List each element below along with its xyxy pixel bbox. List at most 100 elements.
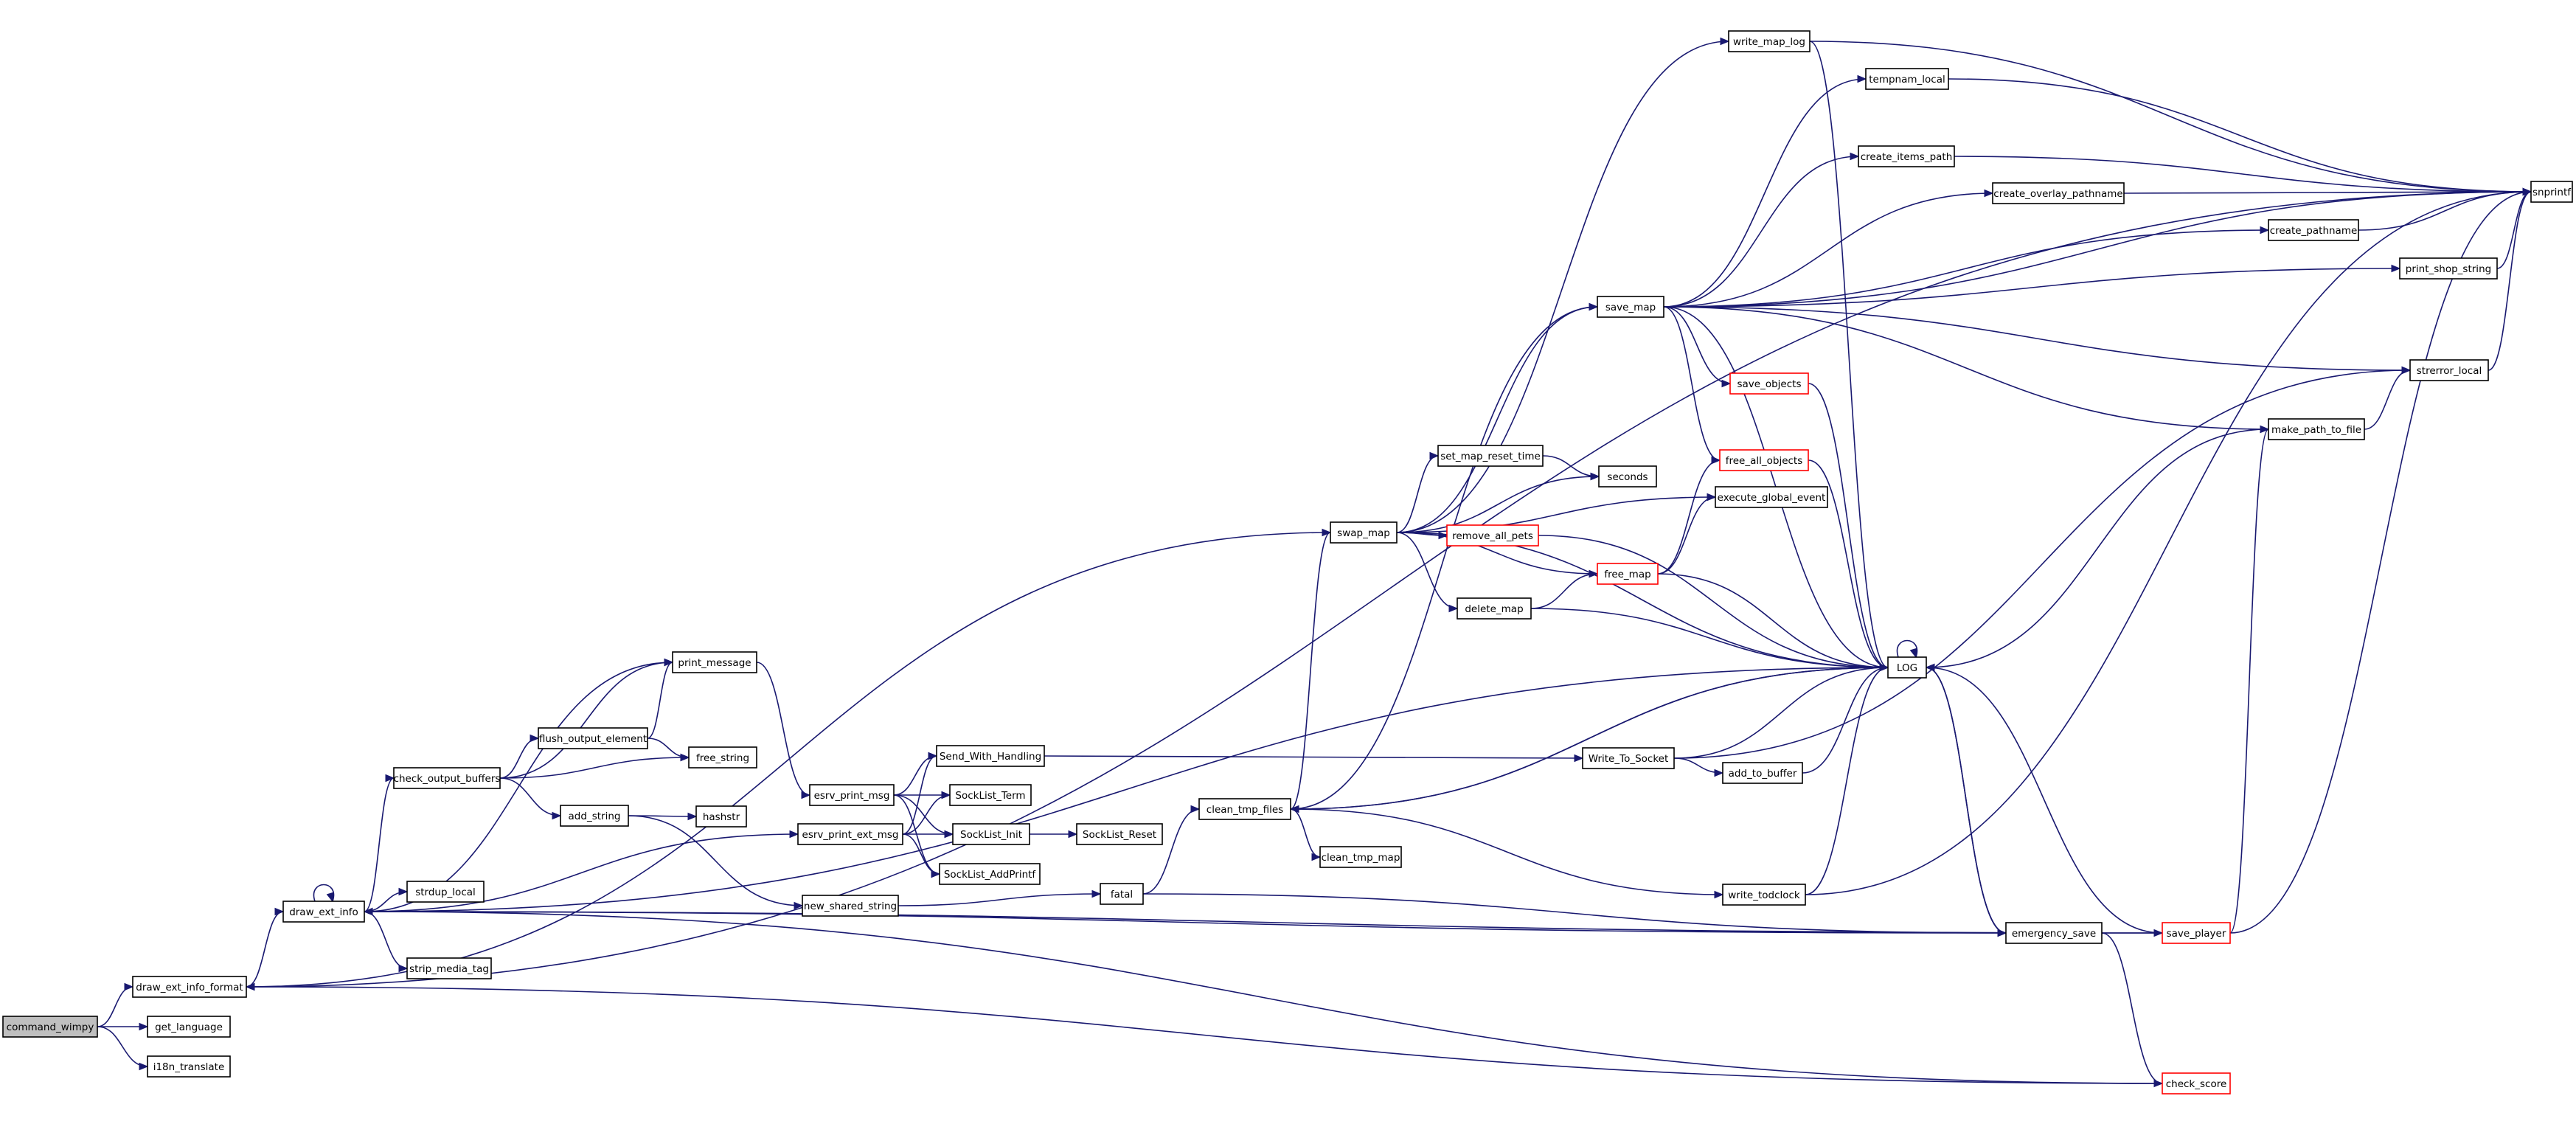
node-SockList_Reset[interactable]: SockList_Reset bbox=[1076, 823, 1163, 845]
edge-draw_ext_info-to-esrv_print_ext_msg bbox=[364, 830, 799, 912]
edge-Write_To_Socket-to-strerror_local bbox=[1673, 366, 2412, 759]
node-clean_tmp_map[interactable]: clean_tmp_map bbox=[1319, 846, 1402, 868]
node-draw_ext_info[interactable]: draw_ext_info bbox=[282, 901, 365, 923]
node-label-strip_media_tag: strip_media_tag bbox=[409, 963, 489, 975]
node-label-add_to_buffer: add_to_buffer bbox=[1729, 768, 1797, 780]
node-SockList_Term[interactable]: SockList_Term bbox=[949, 784, 1032, 806]
node-strdup_local[interactable]: strdup_local bbox=[406, 881, 485, 903]
edge-remove_all_pets-to-LOG bbox=[1538, 535, 1889, 672]
node-clean_tmp_files[interactable]: clean_tmp_files bbox=[1198, 798, 1291, 820]
node-save_objects[interactable]: save_objects bbox=[1729, 372, 1809, 395]
node-emergency_save[interactable]: emergency_save bbox=[2005, 922, 2103, 944]
edge-check_output_buffers-to-add_string bbox=[499, 777, 562, 820]
node-SockList_Init[interactable]: SockList_Init bbox=[952, 823, 1030, 845]
node-write_todclock[interactable]: write_todclock bbox=[1722, 884, 1806, 906]
node-box-tempnam_local bbox=[1865, 68, 1949, 90]
node-seconds[interactable]: seconds bbox=[1598, 465, 1657, 488]
edge-save_map-to-print_shop_string bbox=[1663, 264, 2401, 308]
node-add_string[interactable]: add_string bbox=[560, 805, 629, 827]
edge-clean_tmp_files-to-LOG bbox=[1290, 663, 1889, 810]
node-label-Write_To_Socket: Write_To_Socket bbox=[1589, 753, 1669, 765]
node-check_score[interactable]: check_score bbox=[2162, 1072, 2231, 1094]
edge-save_player-to-make_path_to_file bbox=[2229, 425, 2270, 934]
node-box-hashstr bbox=[695, 805, 747, 828]
node-label-check_score: check_score bbox=[2166, 1078, 2227, 1090]
node-command_wimpy[interactable]: command_wimpy bbox=[2, 1016, 98, 1038]
edge-free_map-to-execute_global_event bbox=[1657, 493, 1717, 575]
edge-LOG-to-clean_tmp_files bbox=[1289, 667, 1889, 813]
node-label-execute_global_event: execute_global_event bbox=[1718, 492, 1826, 504]
node-create_overlay_pathname[interactable]: create_overlay_pathname bbox=[1992, 182, 2125, 204]
node-delete_map[interactable]: delete_map bbox=[1457, 597, 1532, 620]
node-fatal[interactable]: fatal bbox=[1100, 883, 1144, 905]
edge-check_output_buffers-to-flush_output_element bbox=[499, 734, 540, 779]
node-SockList_AddPrintf[interactable]: SockList_AddPrintf bbox=[939, 863, 1041, 885]
node-box-delete_map bbox=[1457, 597, 1532, 620]
node-label-free_string: free_string bbox=[696, 752, 749, 764]
node-box-add_to_buffer bbox=[1722, 762, 1803, 784]
node-print_shop_string[interactable]: print_shop_string bbox=[2399, 257, 2498, 280]
node-free_all_objects[interactable]: free_all_objects bbox=[1719, 449, 1809, 471]
node-label-draw_ext_info: draw_ext_info bbox=[289, 906, 358, 918]
node-remove_all_pets[interactable]: remove_all_pets bbox=[1446, 524, 1539, 547]
node-strip_media_tag[interactable]: strip_media_tag bbox=[406, 957, 492, 979]
node-new_shared_string[interactable]: new_shared_string bbox=[802, 895, 899, 917]
edge-new_shared_string-to-fatal bbox=[898, 889, 1102, 906]
node-flush_output_element[interactable]: flush_output_element bbox=[538, 727, 648, 749]
edge-save_player-to-snprintf bbox=[2229, 187, 2532, 934]
node-set_map_reset_time[interactable]: set_map_reset_time bbox=[1437, 445, 1544, 467]
node-free_string[interactable]: free_string bbox=[688, 746, 757, 769]
node-hashstr[interactable]: hashstr bbox=[695, 805, 747, 828]
node-print_message[interactable]: print_message bbox=[672, 651, 757, 673]
edge-draw_ext_info-to-check_output_buffers bbox=[364, 774, 395, 912]
node-label-hashstr: hashstr bbox=[703, 811, 740, 823]
node-label-check_output_buffers: check_output_buffers bbox=[394, 773, 501, 785]
node-create_pathname[interactable]: create_pathname bbox=[2268, 219, 2359, 241]
node-box-command_wimpy bbox=[2, 1016, 98, 1038]
node-LOG[interactable]: LOG bbox=[1887, 656, 1927, 679]
node-create_items_path[interactable]: create_items_path bbox=[1858, 145, 1955, 167]
node-label-snprintf: snprintf bbox=[2532, 187, 2572, 198]
node-esrv_print_msg[interactable]: esrv_print_msg bbox=[809, 784, 895, 806]
edge-save_map-to-free_all_objects bbox=[1663, 306, 1721, 465]
node-box-free_map bbox=[1597, 563, 1659, 585]
node-free_map[interactable]: free_map bbox=[1597, 563, 1659, 585]
node-i18n_translate[interactable]: i18n_translate bbox=[147, 1055, 231, 1078]
edge-draw_ext_info_format-to-draw_ext_info bbox=[246, 907, 285, 988]
node-box-create_overlay_pathname bbox=[1992, 182, 2125, 204]
edge-write_todclock-to-LOG bbox=[1805, 663, 1889, 895]
node-add_to_buffer[interactable]: add_to_buffer bbox=[1722, 762, 1803, 784]
node-tempnam_local[interactable]: tempnam_local bbox=[1865, 68, 1949, 90]
node-snprintf[interactable]: snprintf bbox=[2530, 181, 2573, 203]
edge-swap_map-to-write_map_log bbox=[1396, 37, 1730, 533]
node-make_path_to_file[interactable]: make_path_to_file bbox=[2268, 418, 2365, 440]
edge-save_player-to-LOG bbox=[1925, 663, 2163, 934]
node-label-seconds: seconds bbox=[1607, 471, 1648, 483]
node-check_output_buffers[interactable]: check_output_buffers bbox=[393, 767, 501, 789]
node-strerror_local[interactable]: strerror_local bbox=[2409, 359, 2489, 381]
edge-check_score-to-draw_ext_info bbox=[363, 907, 2163, 1084]
node-execute_global_event[interactable]: execute_global_event bbox=[1715, 486, 1828, 508]
edge-Write_To_Socket-to-add_to_buffer bbox=[1673, 757, 1724, 777]
edge-delete_map-to-LOG bbox=[1530, 608, 1889, 672]
node-Write_To_Socket[interactable]: Write_To_Socket bbox=[1582, 747, 1675, 769]
edge-set_map_reset_time-to-seconds bbox=[1542, 455, 1600, 481]
node-swap_map[interactable]: swap_map bbox=[1330, 521, 1398, 544]
nodes-layer: command_wimpy draw_ext_info_format get_lan… bbox=[2, 30, 2573, 1094]
node-get_language[interactable]: get_language bbox=[147, 1016, 231, 1038]
node-label-emergency_save: emergency_save bbox=[2012, 928, 2096, 940]
node-label-remove_all_pets: remove_all_pets bbox=[1452, 530, 1533, 542]
node-esrv_print_ext_msg[interactable]: esrv_print_ext_msg bbox=[797, 823, 903, 845]
node-save_map[interactable]: save_map bbox=[1597, 296, 1664, 318]
node-save_player[interactable]: save_player bbox=[2162, 922, 2231, 944]
edge-write_todclock-to-snprintf bbox=[1805, 187, 2532, 895]
node-write_map_log[interactable]: write_map_log bbox=[1728, 30, 1811, 52]
node-label-new_shared_string: new_shared_string bbox=[804, 901, 897, 912]
edge-command_wimpy-to-get_language bbox=[97, 1022, 149, 1031]
edge-print_shop_string-to-snprintf bbox=[2496, 187, 2532, 269]
node-box-print_shop_string bbox=[2399, 257, 2498, 280]
node-Send_With_Handling[interactable]: Send_With_Handling bbox=[936, 745, 1045, 767]
node-box-write_todclock bbox=[1722, 884, 1806, 906]
node-draw_ext_info_format[interactable]: draw_ext_info_format bbox=[132, 976, 247, 998]
